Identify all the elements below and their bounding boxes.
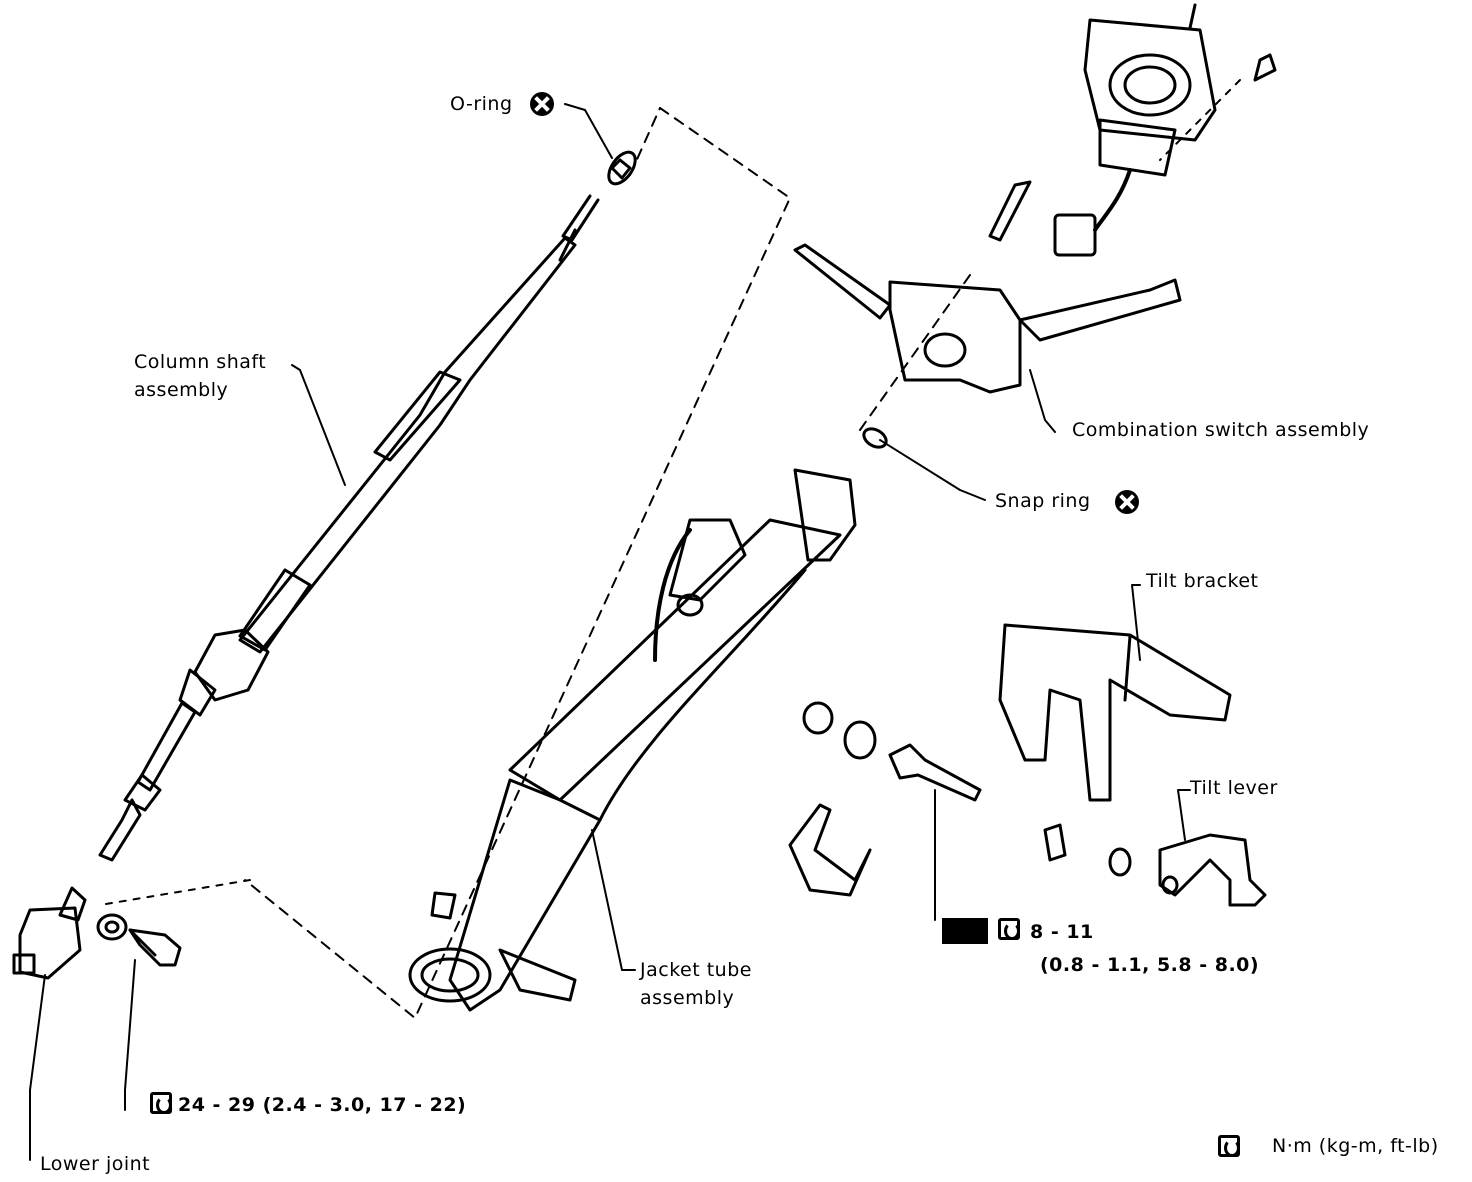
column-shaft-label-line1: Column shaft — [134, 351, 267, 373]
torque-wrench-legend-icon — [1218, 1135, 1240, 1157]
lower-joint-bolt — [96, 913, 182, 967]
o-ring-label: O-ring — [450, 93, 513, 115]
combination-switch-assembly — [793, 243, 1182, 449]
tilt-lever-label: Tilt lever — [1190, 777, 1278, 799]
torque-wrench-icon — [998, 918, 1020, 940]
combination-switch-label: Combination switch assembly — [1072, 419, 1370, 441]
tilt-lever — [1043, 823, 1267, 907]
tilt-hardware — [788, 701, 982, 897]
torque-wrench-icon — [150, 1092, 172, 1114]
jacket-tube-label-line2: assembly — [640, 987, 735, 1009]
lower-joint-label: Lower joint — [40, 1153, 151, 1175]
discard-x-icon — [530, 92, 554, 116]
jacket-tube-assembly — [408, 468, 857, 1012]
jacket-tube-label-line1: Jacket tube — [640, 959, 752, 981]
bolt-torque-line1: 8 - 11 — [1030, 921, 1094, 943]
column-shaft-assembly — [12, 150, 637, 980]
snap-ring-label: Snap ring — [995, 490, 1091, 512]
alignment-guide-lines — [99, 79, 1241, 1019]
leader-lines — [29, 103, 1191, 1161]
bolt-torque-line2: (0.8 - 1.1, 5.8 - 8.0) — [1040, 954, 1260, 976]
tilt-bracket-label: Tilt bracket — [1146, 570, 1259, 592]
tilt-bracket — [998, 623, 1232, 802]
locking-sealant-icon — [942, 918, 988, 944]
discard-x-icon — [1115, 490, 1139, 514]
torque-units-legend: N·m (kg-m, ft-lb) — [1272, 1135, 1439, 1157]
steering-lock-assembly — [988, 3, 1277, 257]
column-shaft-label-line2: assembly — [134, 379, 229, 401]
lower-joint-torque: 24 - 29 (2.4 - 3.0, 17 - 22) — [178, 1094, 467, 1116]
